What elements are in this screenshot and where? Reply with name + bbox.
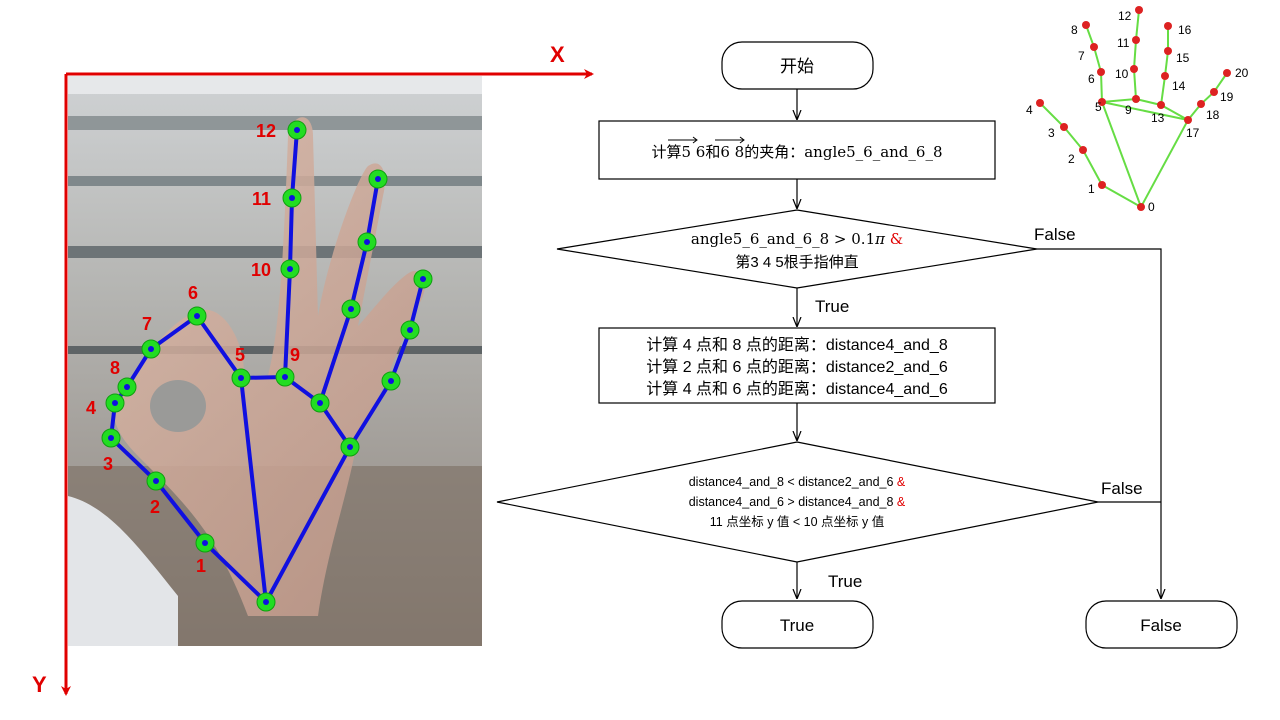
ref-label-1: 1: [1088, 182, 1095, 196]
ref-label-7: 7: [1078, 49, 1085, 63]
ref-label-17: 17: [1186, 126, 1200, 140]
step2-line1: 计算 4 点和 8 点的距离：distance4_and_8: [646, 335, 948, 354]
ref-label-2: 2: [1068, 152, 1075, 166]
photo-label-7: 7: [142, 314, 152, 334]
ref-label-5: 5: [1095, 100, 1102, 114]
ring-finger-chain: [283, 178, 380, 407]
photo-joints: [101, 120, 433, 612]
ref-label-14: 14: [1172, 79, 1186, 93]
flowchart: [496, 41, 1238, 649]
reference-hand-diagram: 0 1 2 3 4 5 6 7 8 9 10 11 12 13 14 15 16…: [1026, 6, 1249, 214]
thumb-index-chain: [108, 313, 268, 604]
ref-label-12: 12: [1118, 9, 1132, 23]
vector-arrows: [668, 136, 745, 144]
ref-label-4: 4: [1026, 103, 1033, 117]
ref-label-6: 6: [1088, 72, 1095, 86]
photo-label-9: 9: [290, 345, 300, 365]
end-true-node: [721, 600, 874, 649]
ref-label-8: 8: [1071, 23, 1078, 37]
decision2-line2: distance4_and_6 > distance4_and_8 &: [689, 495, 906, 509]
decision1-line1: angle5_6_and_6_8 > 0.1π &: [691, 230, 903, 248]
start-text: 开始: [780, 57, 814, 76]
ref-label-9: 9: [1125, 103, 1132, 117]
ref-label-3: 3: [1048, 126, 1055, 140]
ref-label-16: 16: [1178, 23, 1192, 37]
ref-label-15: 15: [1176, 51, 1190, 65]
ref-label-18: 18: [1206, 108, 1220, 122]
vector-5-6: 5 6: [682, 143, 706, 161]
decision2-line3: 11 点坐标 y 值 < 10 点坐标 y 值: [710, 514, 884, 529]
x-axis-label: X: [550, 42, 565, 67]
step1-text: 计算5 6和6 8的夹角：angle5_6_and_6_8: [651, 143, 942, 161]
coordinate-axes: X Y: [32, 42, 594, 697]
hand-photo-graphic: [68, 76, 482, 646]
ref-label-20: 20: [1235, 66, 1249, 80]
step2-line3: 计算 4 点和 6 点的距离：distance4_and_6: [646, 379, 948, 398]
photo-label-3: 3: [103, 454, 113, 474]
photo-label-1: 1: [196, 556, 206, 576]
photo-label-6: 6: [188, 283, 198, 303]
hand-photo: [68, 76, 482, 646]
decision1-false-connector: [1037, 248, 1161, 598]
y-axis-label: Y: [32, 672, 47, 697]
end-true-text: True: [780, 616, 814, 635]
step2-process-box: [598, 327, 996, 404]
end-false-text: False: [1140, 616, 1182, 635]
photo-label-8: 8: [110, 358, 120, 378]
decision2-false-label: False: [1101, 479, 1143, 498]
photo-labels: 1 2 3 4 5 6 7 8 9 10 11 12: [86, 121, 300, 576]
decision1-true-label: True: [815, 297, 849, 316]
decision2-true-label: True: [828, 572, 862, 591]
pinky-finger-chain: [318, 278, 425, 451]
photo-label-5: 5: [235, 345, 245, 365]
step1-process-box: [598, 120, 996, 180]
photo-label-4: 4: [86, 398, 96, 418]
ref-label-10: 10: [1115, 67, 1129, 81]
decision1-false-label: False: [1034, 225, 1076, 244]
decision2-line1: distance4_and_8 < distance2_and_6 &: [689, 475, 906, 489]
photo-label-10: 10: [251, 260, 271, 280]
palm-edge-0-17: [264, 446, 352, 603]
ref-label-0: 0: [1148, 200, 1155, 214]
photo-label-2: 2: [150, 497, 160, 517]
end-false-node: [1085, 600, 1238, 649]
decision1-diamond: [556, 209, 1038, 289]
photo-label-12: 12: [256, 121, 276, 141]
step2-line2: 计算 2 点和 6 点的距离：distance2_and_6: [646, 357, 948, 376]
ref-label-19: 19: [1220, 90, 1234, 104]
ref-label-13: 13: [1151, 111, 1165, 125]
middle-finger-chain: [283, 129, 299, 378]
decision1-line2: 第3 4 5根手指伸直: [735, 253, 858, 271]
photo-label-11: 11: [252, 189, 271, 209]
vector-6-8: 6 8: [720, 143, 744, 161]
ref-label-11: 11: [1117, 36, 1130, 50]
